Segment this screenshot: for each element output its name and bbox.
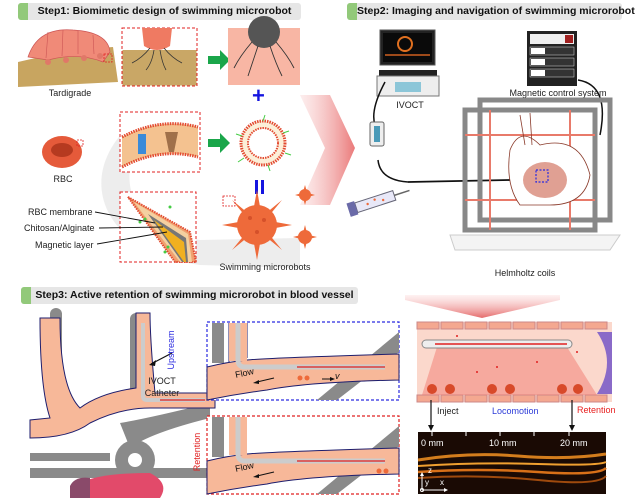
upstream-side-label: Upstream xyxy=(166,330,176,370)
phase-label-locomotion: Locomotion xyxy=(492,406,539,416)
phase-label-inject: Inject xyxy=(437,406,459,416)
oct-tick-0mm: 0 mm xyxy=(421,438,444,448)
step2-banner: Step2: Imaging and navigation of swimmin… xyxy=(347,3,635,20)
vesicle-illustration xyxy=(235,114,292,172)
microrobots-label: Swimming microrobots xyxy=(219,262,311,272)
step2-title: Step2: Imaging and navigation of swimmin… xyxy=(357,5,635,17)
banner-tab xyxy=(18,3,28,20)
phase-arrows xyxy=(428,400,575,431)
catheter-label-line1: IVOCT xyxy=(148,376,176,386)
tardigrade-illustration xyxy=(18,29,118,87)
oct-image: 0 mm 10 mm 20 mm z y x xyxy=(417,432,607,494)
magnetic-control-rack xyxy=(527,31,577,86)
step2-to-step3-arrow xyxy=(405,295,560,318)
step1-title: Step1: Biomimetic design of swimming mic… xyxy=(37,5,292,17)
oct-signal-bands xyxy=(417,432,607,492)
heart-vessel-anatomy xyxy=(29,308,216,498)
catheter-label-line2: Catheter xyxy=(144,388,180,398)
upstream-zoom-panel xyxy=(206,321,400,401)
axis-label-y: y xyxy=(425,478,429,487)
swimming-microrobot-small-1 xyxy=(295,185,315,205)
swimming-microrobot-large xyxy=(222,190,292,260)
phase-label-retention: Retention xyxy=(577,405,616,415)
ivoct-console xyxy=(376,29,440,97)
green-arrow-2 xyxy=(208,133,230,153)
oct-tick-10mm: 10 mm xyxy=(489,438,517,448)
banner-tab xyxy=(347,3,357,20)
velocity-label: v xyxy=(335,371,340,381)
vessel-locomotion-schematic xyxy=(416,321,612,412)
syringe xyxy=(346,189,410,217)
tardigrade-label: Tardigrade xyxy=(48,88,92,98)
helmholtz-coils-with-rabbit xyxy=(449,97,621,251)
retention-side-label: Retention xyxy=(192,432,202,472)
swimming-microrobot-small-2 xyxy=(293,225,317,249)
axis-label-x: x xyxy=(440,478,444,487)
layer-pointer-lines xyxy=(94,211,168,245)
axis-label-z: z xyxy=(428,466,432,475)
step3-banner: Step3: Active retention of swimming micr… xyxy=(21,287,358,304)
equals-symbol xyxy=(255,180,265,194)
oct-tick-20mm: 20 mm xyxy=(560,438,588,448)
layer-label-magnetic: Magnetic layer xyxy=(35,240,94,250)
step1-to-step2-arrow xyxy=(300,95,355,205)
ivoct-label: IVOCT xyxy=(396,100,424,110)
rbc-membrane-zoom xyxy=(119,111,201,173)
green-arrow-1 xyxy=(208,50,230,70)
rbc-label: RBC xyxy=(53,174,73,184)
rbc-illustration xyxy=(42,136,84,168)
layer-label-rbc-membrane: RBC membrane xyxy=(28,207,93,217)
magnetic-control-label: Magnetic control system xyxy=(509,88,607,98)
layer-label-chitosan-alginate: Chitosan/Alginate xyxy=(24,223,95,233)
spiky-robot-claw-zoom xyxy=(228,16,300,85)
plus-symbol: + xyxy=(252,83,265,108)
step3-title: Step3: Active retention of swimming micr… xyxy=(35,289,354,301)
helmholtz-label: Helmholtz coils xyxy=(494,268,556,278)
tardigrade-claw-zoom xyxy=(121,27,198,87)
catheter-handle xyxy=(369,121,385,147)
banner-tab xyxy=(21,287,31,304)
step1-banner: Step1: Biomimetic design of swimming mic… xyxy=(18,3,301,20)
retention-zoom-panel xyxy=(206,415,400,495)
